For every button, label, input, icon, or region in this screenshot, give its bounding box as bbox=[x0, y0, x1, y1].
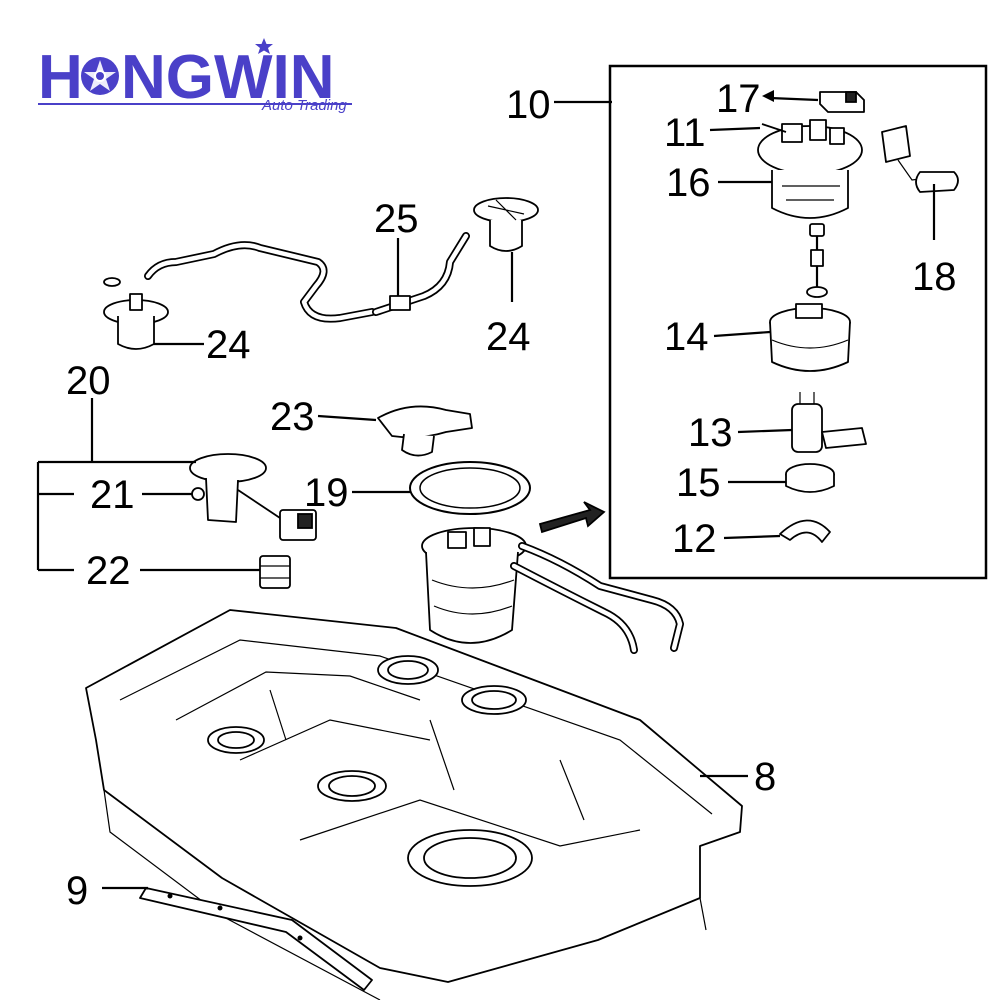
wheel-icon bbox=[81, 57, 119, 95]
callout-17: 17 bbox=[716, 77, 761, 121]
callout-labels: 10 17 11 16 18 14 13 15 12 25 24 24 20 2… bbox=[66, 77, 957, 913]
part-19-gasket bbox=[409, 461, 531, 515]
callout-20: 20 bbox=[66, 359, 111, 403]
logo-suffix: NGWIN bbox=[121, 43, 335, 112]
callout-15: 15 bbox=[676, 461, 721, 505]
star-icon bbox=[255, 38, 273, 54]
part-22-filter bbox=[259, 555, 291, 589]
part-21-seal bbox=[191, 487, 205, 501]
part-9-tank-strap bbox=[139, 887, 373, 991]
part-17-connector bbox=[819, 91, 865, 113]
callout-19: 19 bbox=[304, 471, 349, 515]
part-8-fuel-tank bbox=[85, 609, 743, 1000]
part-20-sub-sender-assembly bbox=[189, 453, 317, 541]
part-12-clip bbox=[779, 519, 831, 543]
callout-21: 21 bbox=[90, 473, 135, 517]
callout-22: 22 bbox=[86, 549, 131, 593]
callout-24-right: 24 bbox=[486, 315, 531, 359]
callout-14: 14 bbox=[664, 315, 709, 359]
callout-25: 25 bbox=[374, 197, 419, 241]
callout-8: 8 bbox=[754, 755, 776, 799]
leader-lines bbox=[36, 90, 936, 890]
part-13-fuel-pump bbox=[791, 392, 867, 453]
part-24-left-vent bbox=[103, 277, 169, 350]
callout-16: 16 bbox=[666, 161, 711, 205]
callout-24-left: 24 bbox=[206, 323, 251, 367]
part-25-valve bbox=[389, 295, 411, 311]
logo-tagline: Auto Trading bbox=[261, 97, 347, 114]
part-15-filter bbox=[785, 463, 835, 493]
callout-10: 10 bbox=[506, 83, 551, 127]
brand-logo: H NGWIN Auto Trading bbox=[38, 38, 352, 114]
part-18-level-sender bbox=[881, 125, 959, 193]
part-10-main-pump-module bbox=[421, 501, 684, 654]
pump-module-detail-box bbox=[608, 64, 988, 580]
callout-13: 13 bbox=[688, 411, 733, 455]
callout-23: 23 bbox=[270, 395, 315, 439]
fuel-vapor-lines bbox=[144, 232, 470, 323]
part-16-module-flange bbox=[757, 119, 863, 219]
part-14-reservoir bbox=[769, 303, 851, 372]
callout-9: 9 bbox=[66, 869, 88, 913]
callout-11: 11 bbox=[664, 111, 706, 155]
part-23-cover-plate bbox=[377, 405, 473, 457]
part-24-right-vent bbox=[473, 197, 539, 252]
callout-18: 18 bbox=[912, 255, 957, 299]
module-rod bbox=[806, 223, 828, 298]
logo-prefix: H bbox=[38, 43, 83, 112]
callout-12: 12 bbox=[672, 517, 717, 561]
